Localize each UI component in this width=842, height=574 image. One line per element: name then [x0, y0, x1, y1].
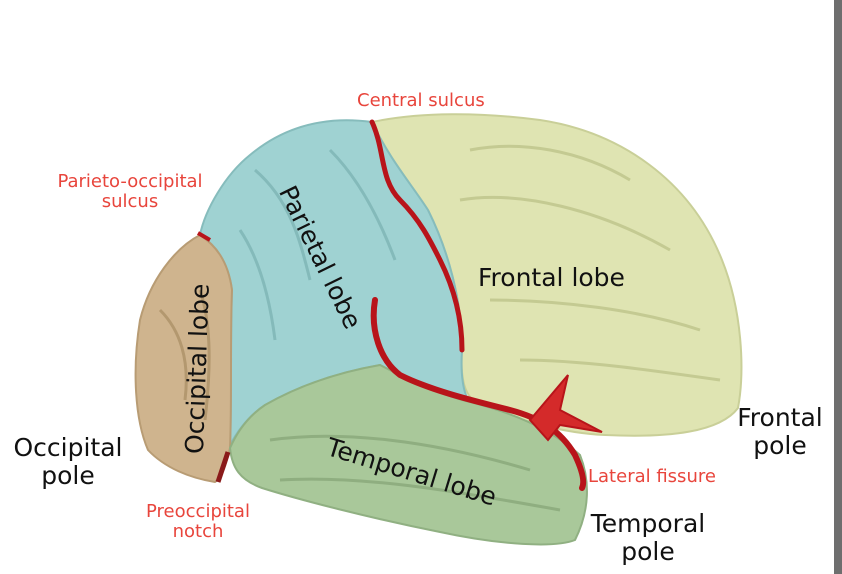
- temporal-pole-line1: Temporal: [590, 509, 706, 538]
- occipital-pole-label: Occipital pole: [6, 434, 130, 490]
- frontal-pole-line1: Frontal: [737, 403, 823, 432]
- scrollbar[interactable]: [834, 0, 842, 574]
- central-sulcus-line: [369, 119, 465, 353]
- preoccipital-line1: Preoccipital: [146, 501, 250, 522]
- frontal-lobe-label: Frontal lobe: [478, 263, 625, 292]
- parieto-occipital-line2: sulcus: [101, 191, 159, 213]
- parieto-occipital-line1: Parieto-occipital: [57, 171, 203, 192]
- temporal-gyri: [269, 434, 561, 512]
- preoccipital-line2: notch: [172, 521, 224, 543]
- frontal-pole-label: Frontal pole: [728, 404, 832, 460]
- frontal-gyri: [459, 144, 721, 382]
- parietal-gyri: [238, 148, 397, 341]
- temporal-pole-label: Temporal pole: [580, 510, 716, 566]
- occipital-gyri: [158, 289, 211, 421]
- preoccipital-notch-label: Preoccipital notch: [128, 501, 268, 543]
- lateral-fissure-label: Lateral fissure: [588, 466, 716, 487]
- lateral-fissure-branch: [528, 374, 603, 442]
- lateral-fissure-line: [370, 297, 587, 491]
- temporal-pole-line2: pole: [621, 537, 675, 566]
- preoccipital-notch-mark: [215, 451, 231, 483]
- parieto-occipital-mark: [196, 231, 212, 242]
- occipital-pole-line1: Occipital: [13, 433, 123, 462]
- occipital-pole-line2: pole: [41, 461, 95, 490]
- frontal-pole-line2: pole: [753, 431, 807, 460]
- parieto-occipital-label: Parieto-occipital sulcus: [40, 171, 220, 213]
- central-sulcus-label: Central sulcus: [357, 90, 485, 111]
